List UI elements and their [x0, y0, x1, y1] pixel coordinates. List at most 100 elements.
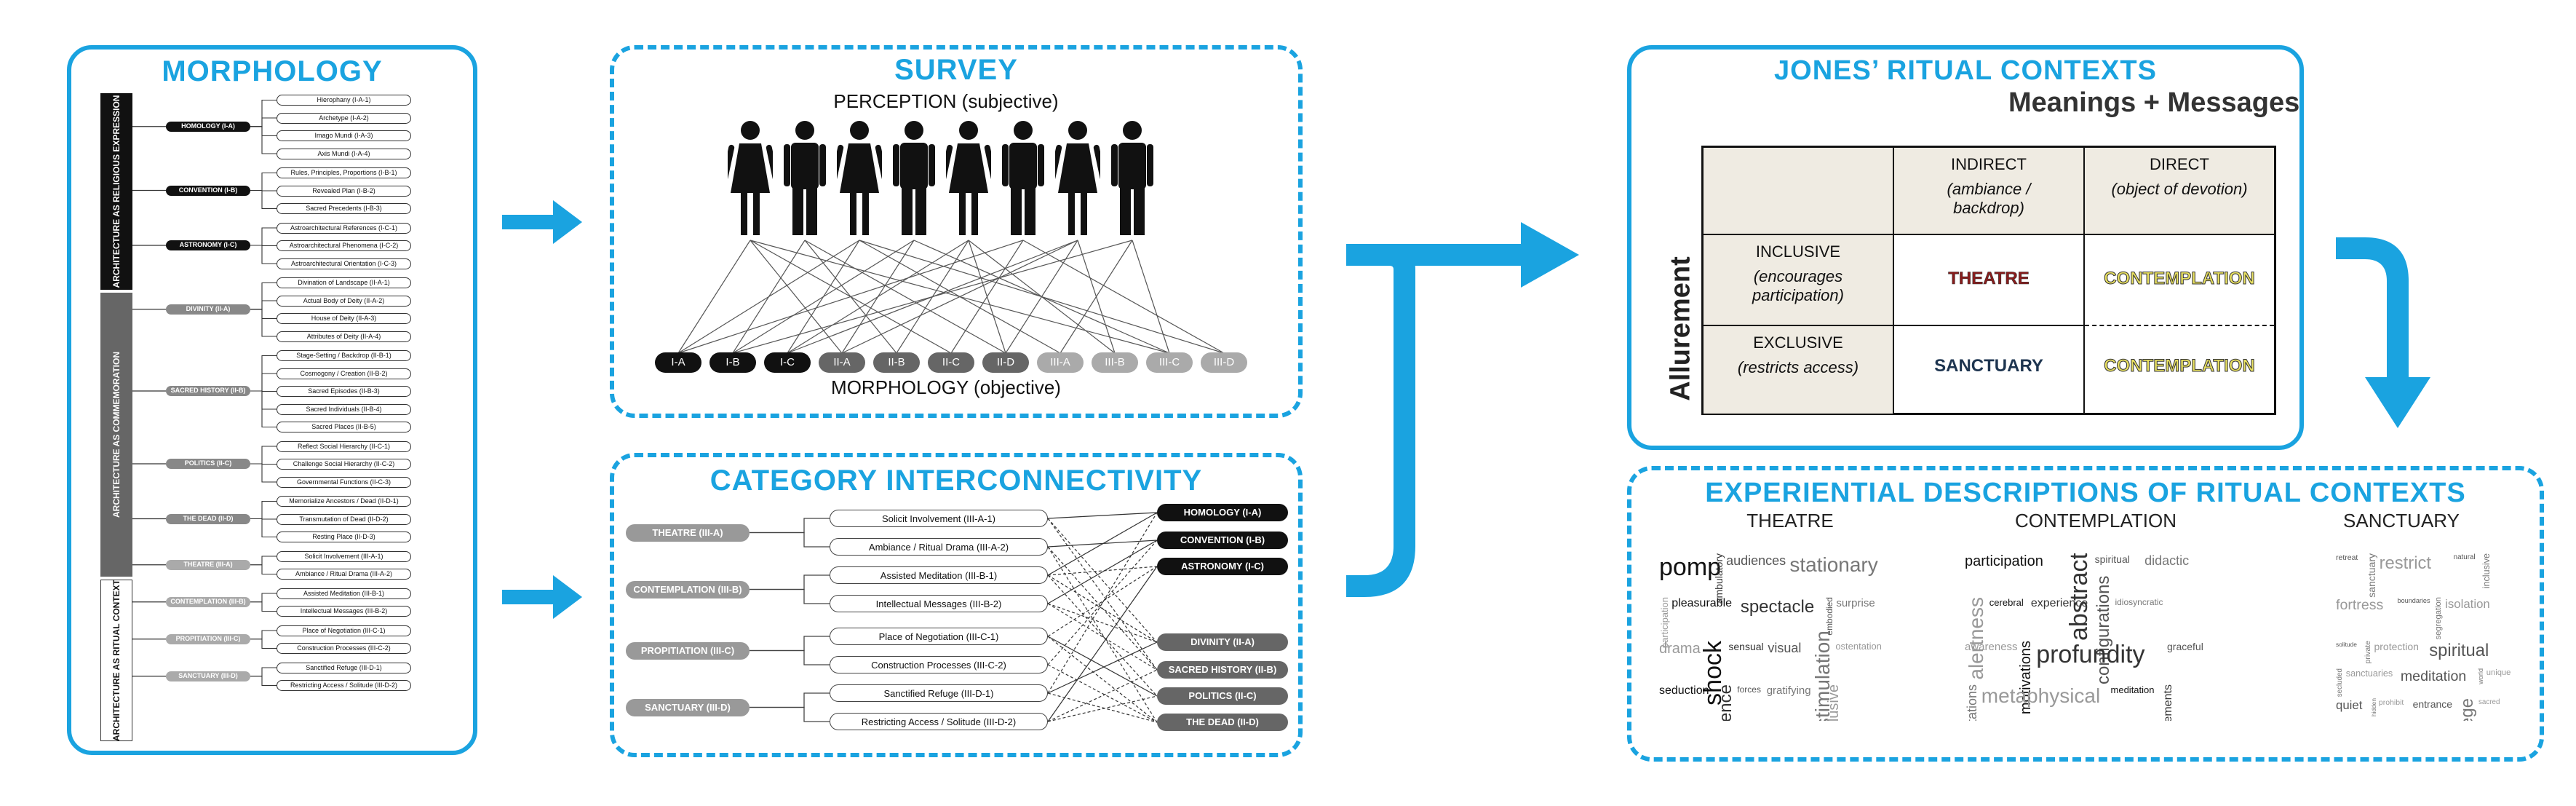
experiential-column-heading: CONTEMPLATION — [2015, 510, 2177, 532]
morphology-item-line — [250, 373, 277, 392]
morphology-item-line — [250, 500, 277, 520]
interconnectivity-context: CONTEMPLATION (III-B) — [626, 580, 750, 598]
morphology-group: POLITICS (II-C) — [166, 459, 250, 469]
morphology-group: ASTRONOMY (I-C) — [166, 240, 250, 250]
interconnectivity-link-line — [1047, 641, 1158, 694]
survey-perception-label: PERCEPTION (subjective) — [833, 90, 1059, 112]
female-person-icon — [946, 121, 991, 235]
female-person-icon — [728, 121, 773, 235]
morphology-item: Sacred Precedents (I-B-3) — [277, 203, 411, 214]
survey-category-pill: III-A — [1037, 352, 1084, 373]
interconnectivity-link-line — [1047, 540, 1158, 665]
interconnectivity-context: THEATRE (III-A) — [626, 523, 750, 542]
morphology-item: Rules, Principles, Proportions (I-B-1) — [277, 167, 411, 178]
jones-sanctuary: SANCTUARY — [1934, 356, 2043, 376]
jones-allurement: Allurement — [1665, 256, 1696, 401]
morphology-item-line — [250, 99, 277, 127]
cloud-word: quiet — [2336, 698, 2363, 712]
cloud-word: sanctuaries — [2345, 668, 2393, 679]
experiential-column-heading: SANCTUARY — [2343, 510, 2460, 532]
interconnectivity-subcategory: Sanctified Refuge (III-D-1) — [830, 684, 1048, 702]
morphology-item: Memorialize Ancestors / Dead (II-D-1) — [277, 496, 411, 507]
cloud-word: unique — [2486, 668, 2511, 678]
interconnectivity-link-line — [1047, 636, 1158, 723]
morphology-item-line — [250, 639, 277, 649]
survey-link-line — [677, 240, 860, 354]
interconnectivity-subcategory: Intellectual Messages (III-B-2) — [830, 595, 1048, 612]
morphology-item: Attributes of Deity (II-A-4) — [277, 331, 411, 342]
survey-title: SURVEY — [894, 54, 1018, 86]
cloud-word: entrance — [2412, 698, 2453, 710]
cloud-word: solitude — [2336, 641, 2357, 648]
morphology-item: Restricting Access / Solitude (III-D-2) — [277, 680, 411, 691]
jones-row-exclusive: EXCLUSIVE (restricts access) — [1704, 326, 1894, 414]
cloud-word: natural — [2453, 553, 2476, 561]
morphology-item-line — [250, 126, 277, 137]
cloud-word: privilege — [2457, 698, 2478, 721]
cloud-word: stationary — [1789, 553, 1878, 576]
interconnectivity-link-line — [1047, 566, 1158, 722]
interconnectivity-title: CATEGORY INTERCONNECTIVITY — [709, 465, 1203, 497]
morphology-item: Ambiance / Ritual Drama (III-A-2) — [277, 569, 411, 580]
cloud-word: inclusive — [1825, 684, 1842, 721]
morphology-item: Reflect Social Hierarchy (II-C-1) — [277, 440, 411, 452]
morphology-item-line — [250, 282, 277, 310]
survey-category-pill: I-C — [764, 352, 811, 373]
morphology-item: Cosmogony / Creation (II-B-2) — [277, 368, 411, 379]
cloud-word: audiences — [1726, 553, 1786, 568]
morphology-item-line — [250, 667, 277, 677]
interconnectivity-subcategory: Restricting Access / Solitude (III-D-2) — [830, 713, 1048, 730]
interconnectivity-link-line — [1047, 512, 1158, 519]
cloud-word: restrict — [2379, 553, 2432, 573]
jones-title: JONES’ RITUAL CONTEXTS — [1774, 55, 2157, 86]
interconnectivity-link-line — [1047, 518, 1158, 643]
interconnectivity-morphology: CONVENTION (I-B) — [1157, 532, 1288, 549]
morphology-item: Place of Negotiation (III-C-1) — [277, 625, 411, 636]
cloud-word: hidden — [2369, 698, 2377, 717]
survey-link-line — [968, 240, 1006, 354]
interconnectivity-link-line — [1047, 512, 1158, 576]
morphology-item-line — [250, 446, 277, 465]
survey-category-pill: II-C — [928, 352, 974, 373]
survey-connections — [677, 240, 1225, 354]
survey-category-pill: III-D — [1201, 352, 1247, 373]
cloud-word: meditation — [2400, 668, 2467, 685]
jones-cell-theatre: THEATRE — [1894, 235, 2085, 326]
cloud-word: private — [2363, 641, 2372, 664]
interconnectivity-link-line — [1047, 546, 1158, 723]
jones-corner-cell — [1704, 148, 1894, 235]
cloud-word: profundity — [2036, 641, 2145, 668]
interconnectivity-morphology: DIVINITY (II-A) — [1157, 633, 1288, 651]
survey-link-line — [732, 240, 915, 354]
cloud-word: spiritual — [2094, 553, 2130, 565]
survey-link-line — [859, 240, 1225, 354]
morphology-item-line — [250, 309, 277, 320]
survey-category-pill: III-C — [1146, 352, 1193, 373]
arrow-to-experiential — [2336, 237, 2430, 428]
cloud-word: forces — [1737, 684, 1761, 695]
interconnectivity-link-line — [1047, 603, 1158, 643]
male-person-icon — [1111, 121, 1153, 235]
cloud-word: ambience — [1716, 684, 1736, 721]
morphology-item: Archetype (I-A-2) — [277, 112, 411, 124]
jones-contemplation-2: CONTEMPLATION — [2104, 356, 2256, 376]
survey-people — [728, 120, 1164, 240]
morphology-item: Challenge Social Hierarchy (II-C-2) — [277, 459, 411, 470]
survey-link-line — [677, 240, 1024, 354]
cloud-word: metaphysical — [1981, 684, 2101, 707]
morphology-group: HOMOLOGY (I-A) — [166, 121, 250, 132]
interconnectivity-link-line — [1047, 518, 1158, 671]
interconnectivity-link-line — [1047, 664, 1158, 723]
survey-category-pill: I-B — [709, 352, 756, 373]
survey-link-line — [677, 240, 751, 354]
interconnectivity-connections — [750, 512, 1158, 723]
cloud-word: sanctuary — [2366, 553, 2378, 598]
morphology-group: PROPITIATION (III-C) — [166, 633, 250, 644]
morphology-tree: ARCHITECTURE AS RELIGIOUS EXPRESSION ARC… — [95, 87, 466, 743]
interconnectivity-branch-line — [750, 532, 830, 548]
cloud-word: seduction — [1659, 684, 1709, 697]
survey-link-line — [804, 240, 1006, 354]
